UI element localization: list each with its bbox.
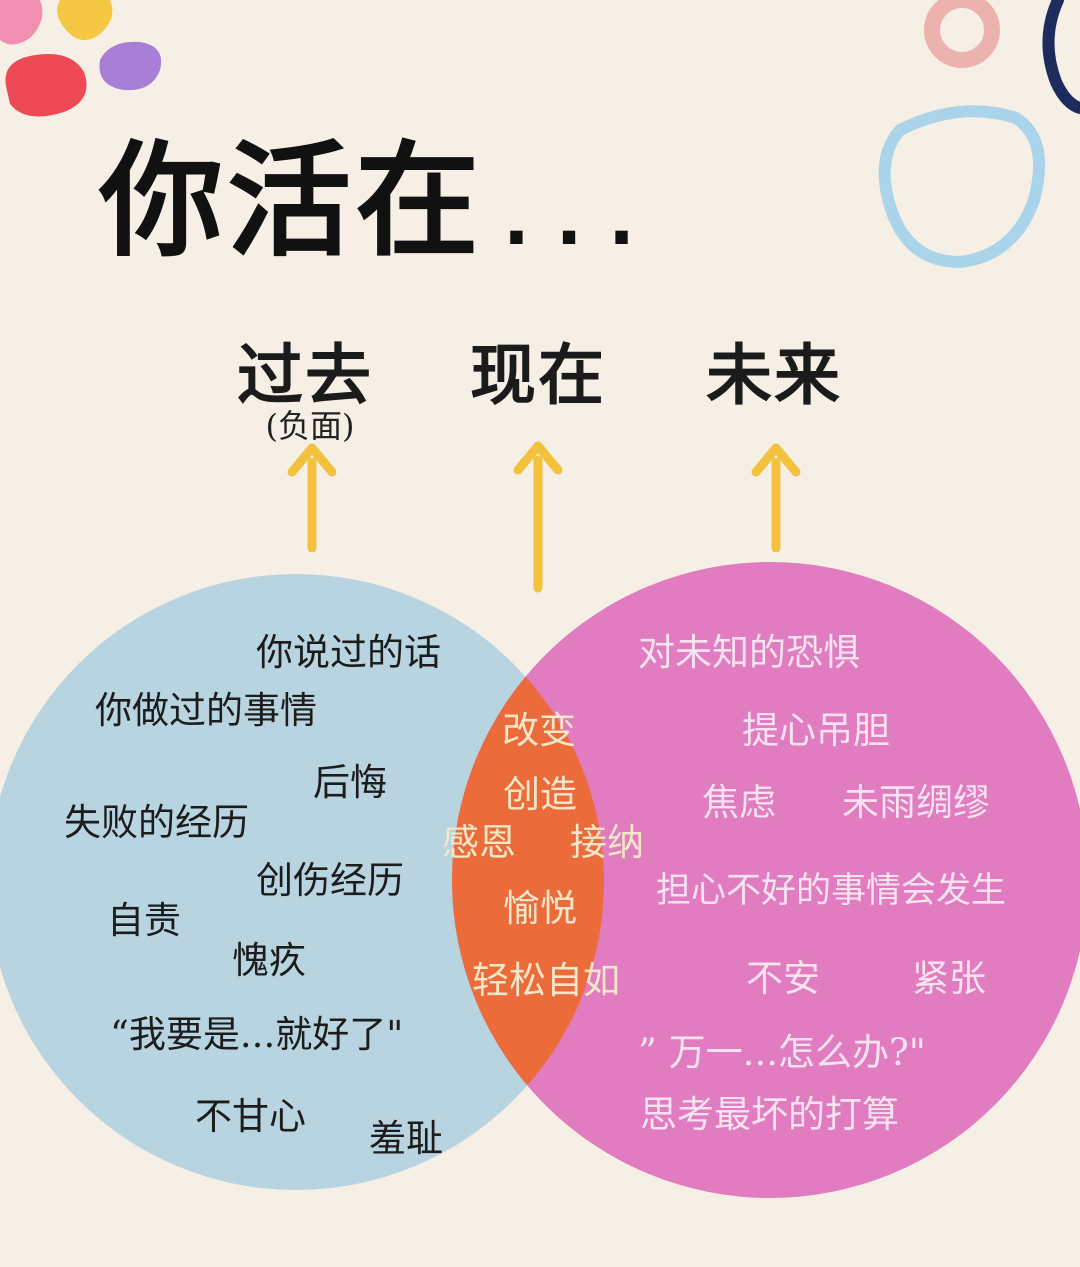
future-word: 未雨绸缪 <box>842 781 990 824</box>
past-word: 不甘心 <box>195 1095 306 1138</box>
past-word: 你说过的话 <box>256 631 441 674</box>
past-word: 创伤经历 <box>256 859 404 902</box>
purple-blob-icon <box>99 41 162 91</box>
present-word: 改变 <box>502 709 576 752</box>
pink-blob-icon <box>0 0 43 45</box>
future-word: 焦虑 <box>702 781 776 824</box>
past-circle <box>0 574 604 1190</box>
arrow-future <box>751 443 801 553</box>
present-word: 轻松自如 <box>472 959 620 1002</box>
past-word: 自责 <box>107 899 181 942</box>
navy-ring-icon <box>1042 0 1080 114</box>
label-past: 过去 <box>237 336 373 414</box>
past-word: 失败的经历 <box>64 801 249 844</box>
future-word: 对未知的恐惧 <box>638 631 860 674</box>
future-word: 担心不好的事情会发生 <box>656 871 1007 911</box>
page-title: 你活在... <box>0 100 820 280</box>
future-word: 思考最坏的打算 <box>640 1093 899 1136</box>
future-word: 紧张 <box>912 957 986 1000</box>
future-circle <box>452 562 1080 1198</box>
past-word: 后悔 <box>313 761 387 804</box>
blue-ring-icon <box>878 105 1046 269</box>
title-dots: ... <box>503 179 661 261</box>
present-word: 愉悦 <box>503 887 577 930</box>
label-future: 未来 <box>706 336 842 414</box>
future-word: ” 万一...怎么办?" <box>638 1031 926 1074</box>
arrow-present <box>513 441 563 593</box>
past-word: 愧疚 <box>232 939 306 982</box>
decorative-shapes <box>0 0 1080 269</box>
yellow-blob-icon <box>57 0 113 41</box>
past-word: 羞耻 <box>369 1117 443 1160</box>
label-past-note: (负面) <box>265 407 355 445</box>
pink-ring-icon <box>924 0 1000 68</box>
label-present: 现在 <box>470 336 606 414</box>
present-word: 接纳 <box>570 821 644 864</box>
present-word: 感恩 <box>442 821 516 864</box>
future-word: 不安 <box>746 957 820 1000</box>
past-word: 你做过的事情 <box>95 689 317 732</box>
past-word: “我要是...就好了" <box>110 1013 404 1056</box>
future-word: 提心吊胆 <box>742 709 890 752</box>
present-word: 创造 <box>503 773 577 816</box>
title-text: 你活在 <box>99 130 484 274</box>
red-blob-icon <box>5 54 87 117</box>
arrow-past <box>287 443 337 553</box>
